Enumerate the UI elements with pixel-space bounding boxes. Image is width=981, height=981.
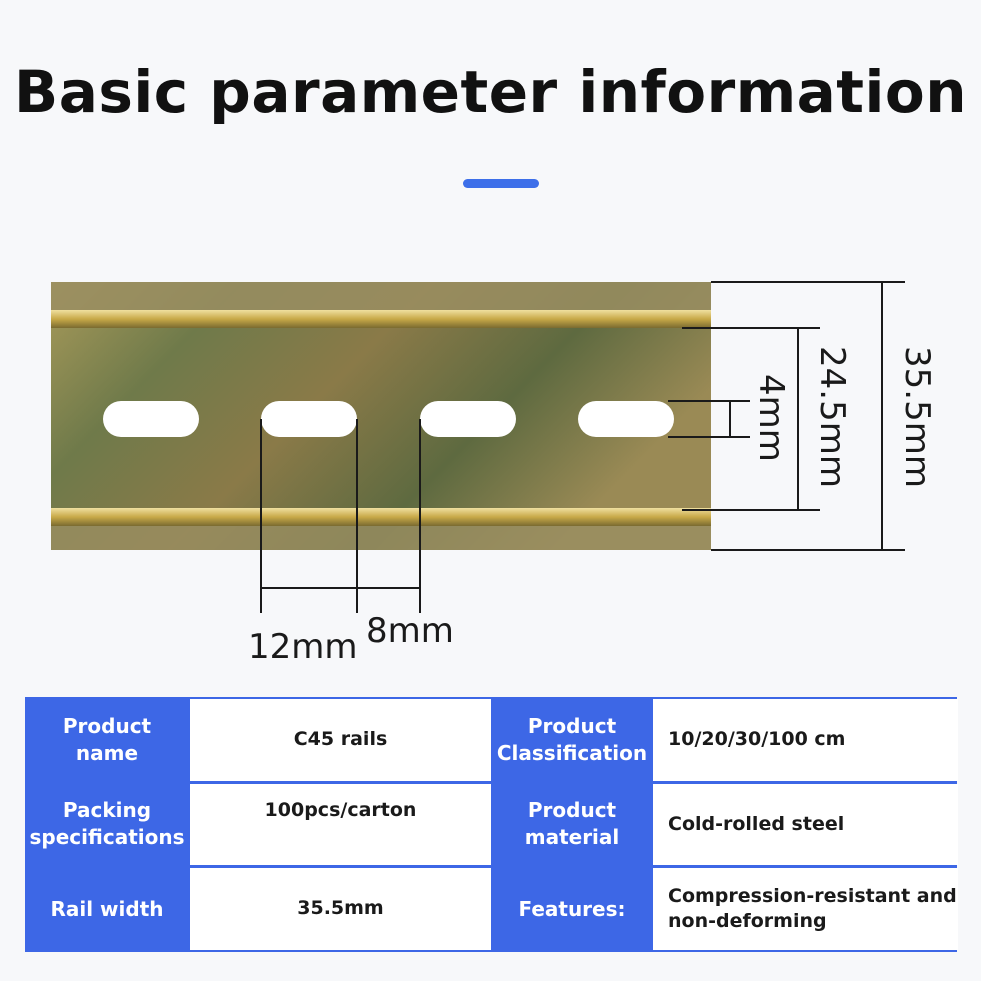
row1-value1: C45 rails: [190, 699, 491, 781]
dim-label-24-5mm: 24.5mm: [812, 346, 852, 488]
dim-label-12mm: 12mm: [248, 627, 358, 667]
dim-label-35-5mm: 35.5mm: [897, 346, 937, 488]
rail-top-stripe: [51, 310, 711, 328]
row1-label1: Product name: [27, 699, 187, 781]
rail-bottom-stripe: [51, 508, 711, 526]
spec-table: Product name C45 rails Product Classific…: [25, 697, 958, 952]
page-title: Basic parameter information: [13, 58, 968, 126]
slot-1: [103, 401, 199, 437]
title-accent-bar: [463, 179, 539, 188]
row1-label2: Product Classification: [494, 699, 650, 781]
rail-top-flange: [51, 282, 711, 310]
row3-value2: Compression-resistant and non-deforming: [653, 868, 958, 950]
row2-value2: Cold-rolled steel: [653, 783, 958, 866]
rail-bottom-flange: [51, 526, 711, 550]
row3-label1: Rail width: [27, 868, 187, 950]
slot-3: [420, 401, 516, 437]
dim-label-4mm: 4mm: [751, 374, 791, 462]
row3-value1: 35.5mm: [190, 868, 491, 950]
row1-value2: 10/20/30/100 cm: [653, 699, 958, 781]
dim-label-8mm: 8mm: [366, 611, 454, 651]
row3-label2: Features:: [494, 868, 650, 950]
row2-label2: Product material: [494, 783, 650, 866]
slot-4: [578, 401, 674, 437]
row2-value1: 100pcs/carton: [190, 783, 491, 866]
din-rail-diagram: 12mm 8mm 4mm 24.5mm 35.5mm: [51, 281, 937, 667]
row2-label1: Packing specifications: [27, 783, 187, 866]
slot-2: [261, 401, 357, 437]
